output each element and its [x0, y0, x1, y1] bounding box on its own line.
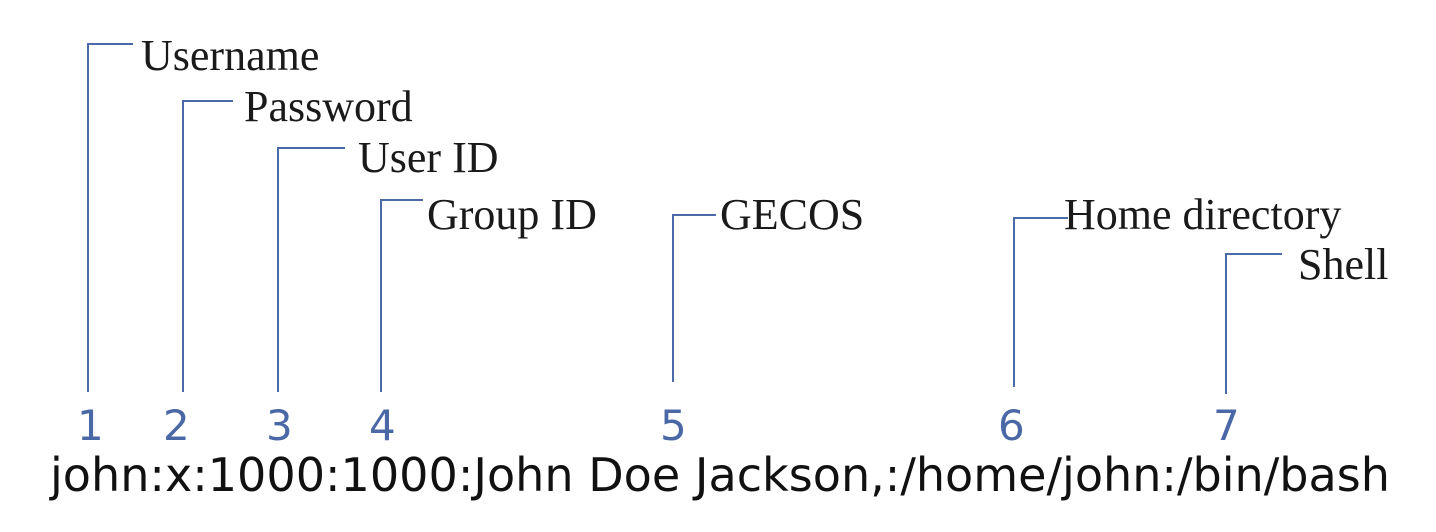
passwd-record-line: john:x:1000:1000:John Doe Jackson,:/home… — [49, 448, 1390, 502]
field-label-username: Username — [141, 31, 319, 80]
field-number-7: 7 — [1213, 401, 1240, 450]
leader-line-3 — [277, 147, 345, 392]
field-label-user-id: User ID — [358, 133, 499, 182]
leader-line-7 — [1225, 253, 1282, 394]
field-label-shell: Shell — [1298, 240, 1388, 289]
field-number-3: 3 — [266, 401, 293, 450]
field-label-password: Password — [244, 82, 413, 131]
leader-line-4 — [380, 199, 423, 392]
field-number-5: 5 — [660, 401, 687, 450]
field-number-6: 6 — [998, 401, 1025, 450]
leader-line-5 — [672, 214, 716, 382]
field-number-4: 4 — [369, 401, 396, 450]
field-label-group-id: Group ID — [427, 190, 597, 239]
field-number-2: 2 — [163, 401, 190, 450]
field-label-gecos: GECOS — [720, 190, 864, 239]
leader-line-2 — [182, 100, 233, 392]
field-label-home-directory: Home directory — [1064, 190, 1341, 239]
leader-line-1 — [87, 43, 133, 392]
field-number-1: 1 — [77, 401, 104, 450]
leader-line-6 — [1013, 217, 1068, 387]
